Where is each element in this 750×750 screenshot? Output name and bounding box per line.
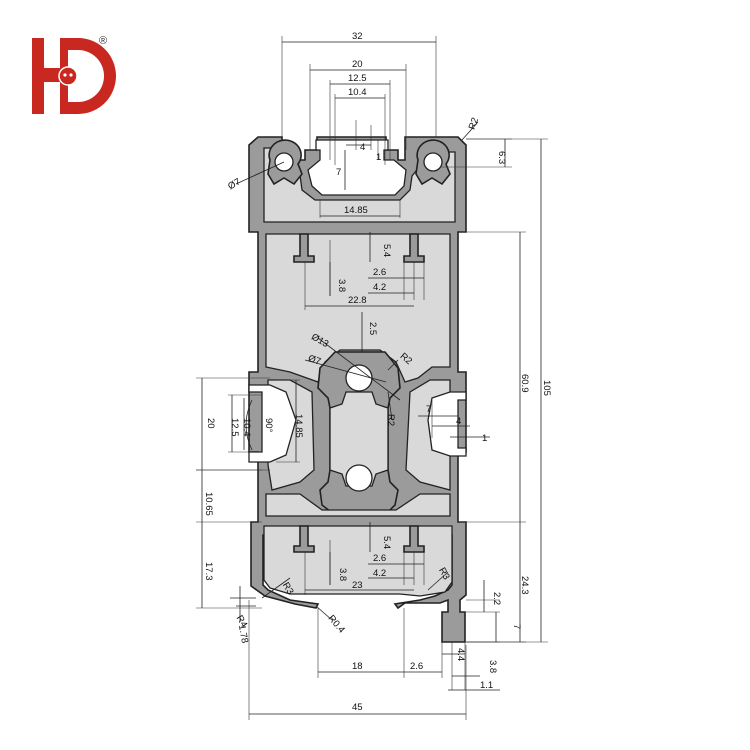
dim-right-1: 1 bbox=[482, 433, 487, 444]
dim-left-10-65: 10.65 bbox=[203, 492, 214, 516]
top-right-hole bbox=[415, 139, 451, 186]
dim-left-20: 20 bbox=[205, 418, 216, 429]
dim-bottom-1-1: 1.1 bbox=[480, 680, 493, 691]
dim-center-2-5: 2.5 bbox=[367, 322, 378, 335]
lower-middle-cavity bbox=[265, 493, 451, 517]
dim-center-r2-b: R2 bbox=[385, 414, 396, 426]
logo-d-shape bbox=[60, 38, 116, 114]
dim-corner-r3-right: R3 bbox=[436, 566, 452, 582]
center-core bbox=[317, 351, 401, 516]
dim-center-dia-7: Ø7 bbox=[307, 353, 323, 368]
center-hole-bottom bbox=[345, 464, 373, 492]
dim-right-7: 7 bbox=[426, 404, 431, 415]
dim-top-lip-1: 1 bbox=[376, 152, 381, 163]
dim-slot-23: 23 bbox=[352, 580, 363, 591]
dim-left-12-5: 12.5 bbox=[229, 418, 240, 437]
dim-slot-2-6-a: 2.6 bbox=[373, 267, 386, 278]
dim-right-4: 4 bbox=[456, 416, 461, 427]
top-t-slot bbox=[307, 139, 407, 196]
dim-slot-3-8-a: 3.8 bbox=[336, 279, 347, 292]
dim-left-angle: 90° bbox=[263, 418, 274, 433]
brand-logo: ® bbox=[32, 35, 116, 114]
dim-top-depth-7: 7 bbox=[336, 167, 341, 178]
dim-bottom-2-6: 2.6 bbox=[410, 661, 423, 672]
left-side-slot bbox=[248, 384, 297, 463]
dim-foot-2-2: 2.2 bbox=[491, 592, 502, 605]
right-side-slot bbox=[427, 391, 467, 457]
dim-slot-3-8-b: 3.8 bbox=[337, 568, 348, 581]
dim-bottom-4-4: 4.4 bbox=[455, 648, 466, 661]
dim-hole-dia-7-top: Ø7 bbox=[226, 176, 242, 192]
dim-slot-5-4-a: 5.4 bbox=[381, 244, 392, 257]
dim-top-6-3: 6.3 bbox=[496, 151, 507, 164]
dim-foot-1-78: 1.78 bbox=[236, 624, 250, 644]
dim-height-105: 105 bbox=[541, 380, 552, 396]
bottom-cavity bbox=[263, 525, 453, 597]
dim-top-lip-4: 4 bbox=[360, 142, 365, 153]
dim-slot-4-2-a: 4.2 bbox=[373, 282, 386, 293]
dim-height-60-9: 60.9 bbox=[519, 374, 530, 393]
dim-left-17-3: 17.3 bbox=[203, 562, 214, 581]
dim-top-width: 32 bbox=[352, 31, 363, 42]
dim-top-slot-mid: 12.5 bbox=[348, 73, 367, 84]
dim-corner-r2-top: R2 bbox=[467, 116, 481, 131]
dim-bottom-18: 18 bbox=[352, 661, 363, 672]
dim-left-14-85: 14.85 bbox=[293, 414, 304, 438]
dim-foot-r4: R4 bbox=[234, 614, 250, 630]
dimension-lines bbox=[196, 36, 548, 720]
dimension-labels: 32 20 12.5 10.4 4 1 7 R2 6.3 Ø7 14.85 5.… bbox=[203, 31, 552, 713]
logo-registered-mark: ® bbox=[99, 35, 107, 47]
dim-slot-22-8: 22.8 bbox=[348, 295, 367, 306]
upper-tslot-left bbox=[293, 233, 315, 263]
dim-corner-r0-4: R0.4 bbox=[326, 613, 347, 635]
dim-left-10-4: 10.4 bbox=[241, 418, 252, 437]
dim-slot-4-2-b: 4.2 bbox=[373, 568, 386, 579]
logo-face-icon bbox=[58, 66, 78, 86]
logo-eye-icon bbox=[63, 73, 67, 77]
dim-bottom-3-8: 3.8 bbox=[487, 660, 498, 673]
top-left-hole bbox=[267, 139, 303, 186]
center-cross-cavity bbox=[329, 391, 389, 487]
dim-right-24-3: 24.3 bbox=[519, 576, 530, 595]
dim-top-14-85: 14.85 bbox=[344, 205, 368, 216]
dim-bottom-width: 45 bbox=[352, 702, 363, 713]
logo-h-left-bar bbox=[32, 38, 44, 114]
logo-h-crossbar bbox=[44, 68, 60, 82]
dim-top-slot-outer: 20 bbox=[352, 59, 363, 70]
dim-foot-7: 7 bbox=[511, 624, 522, 629]
dim-corner-r3-left: R3 bbox=[280, 581, 296, 597]
dim-top-slot-inner: 10.4 bbox=[348, 87, 367, 98]
dim-slot-5-4-b: 5.4 bbox=[381, 536, 392, 549]
dim-slot-2-6-b: 2.6 bbox=[373, 553, 386, 564]
lower-tslot-left bbox=[293, 525, 315, 553]
logo-eye-icon bbox=[69, 73, 73, 77]
